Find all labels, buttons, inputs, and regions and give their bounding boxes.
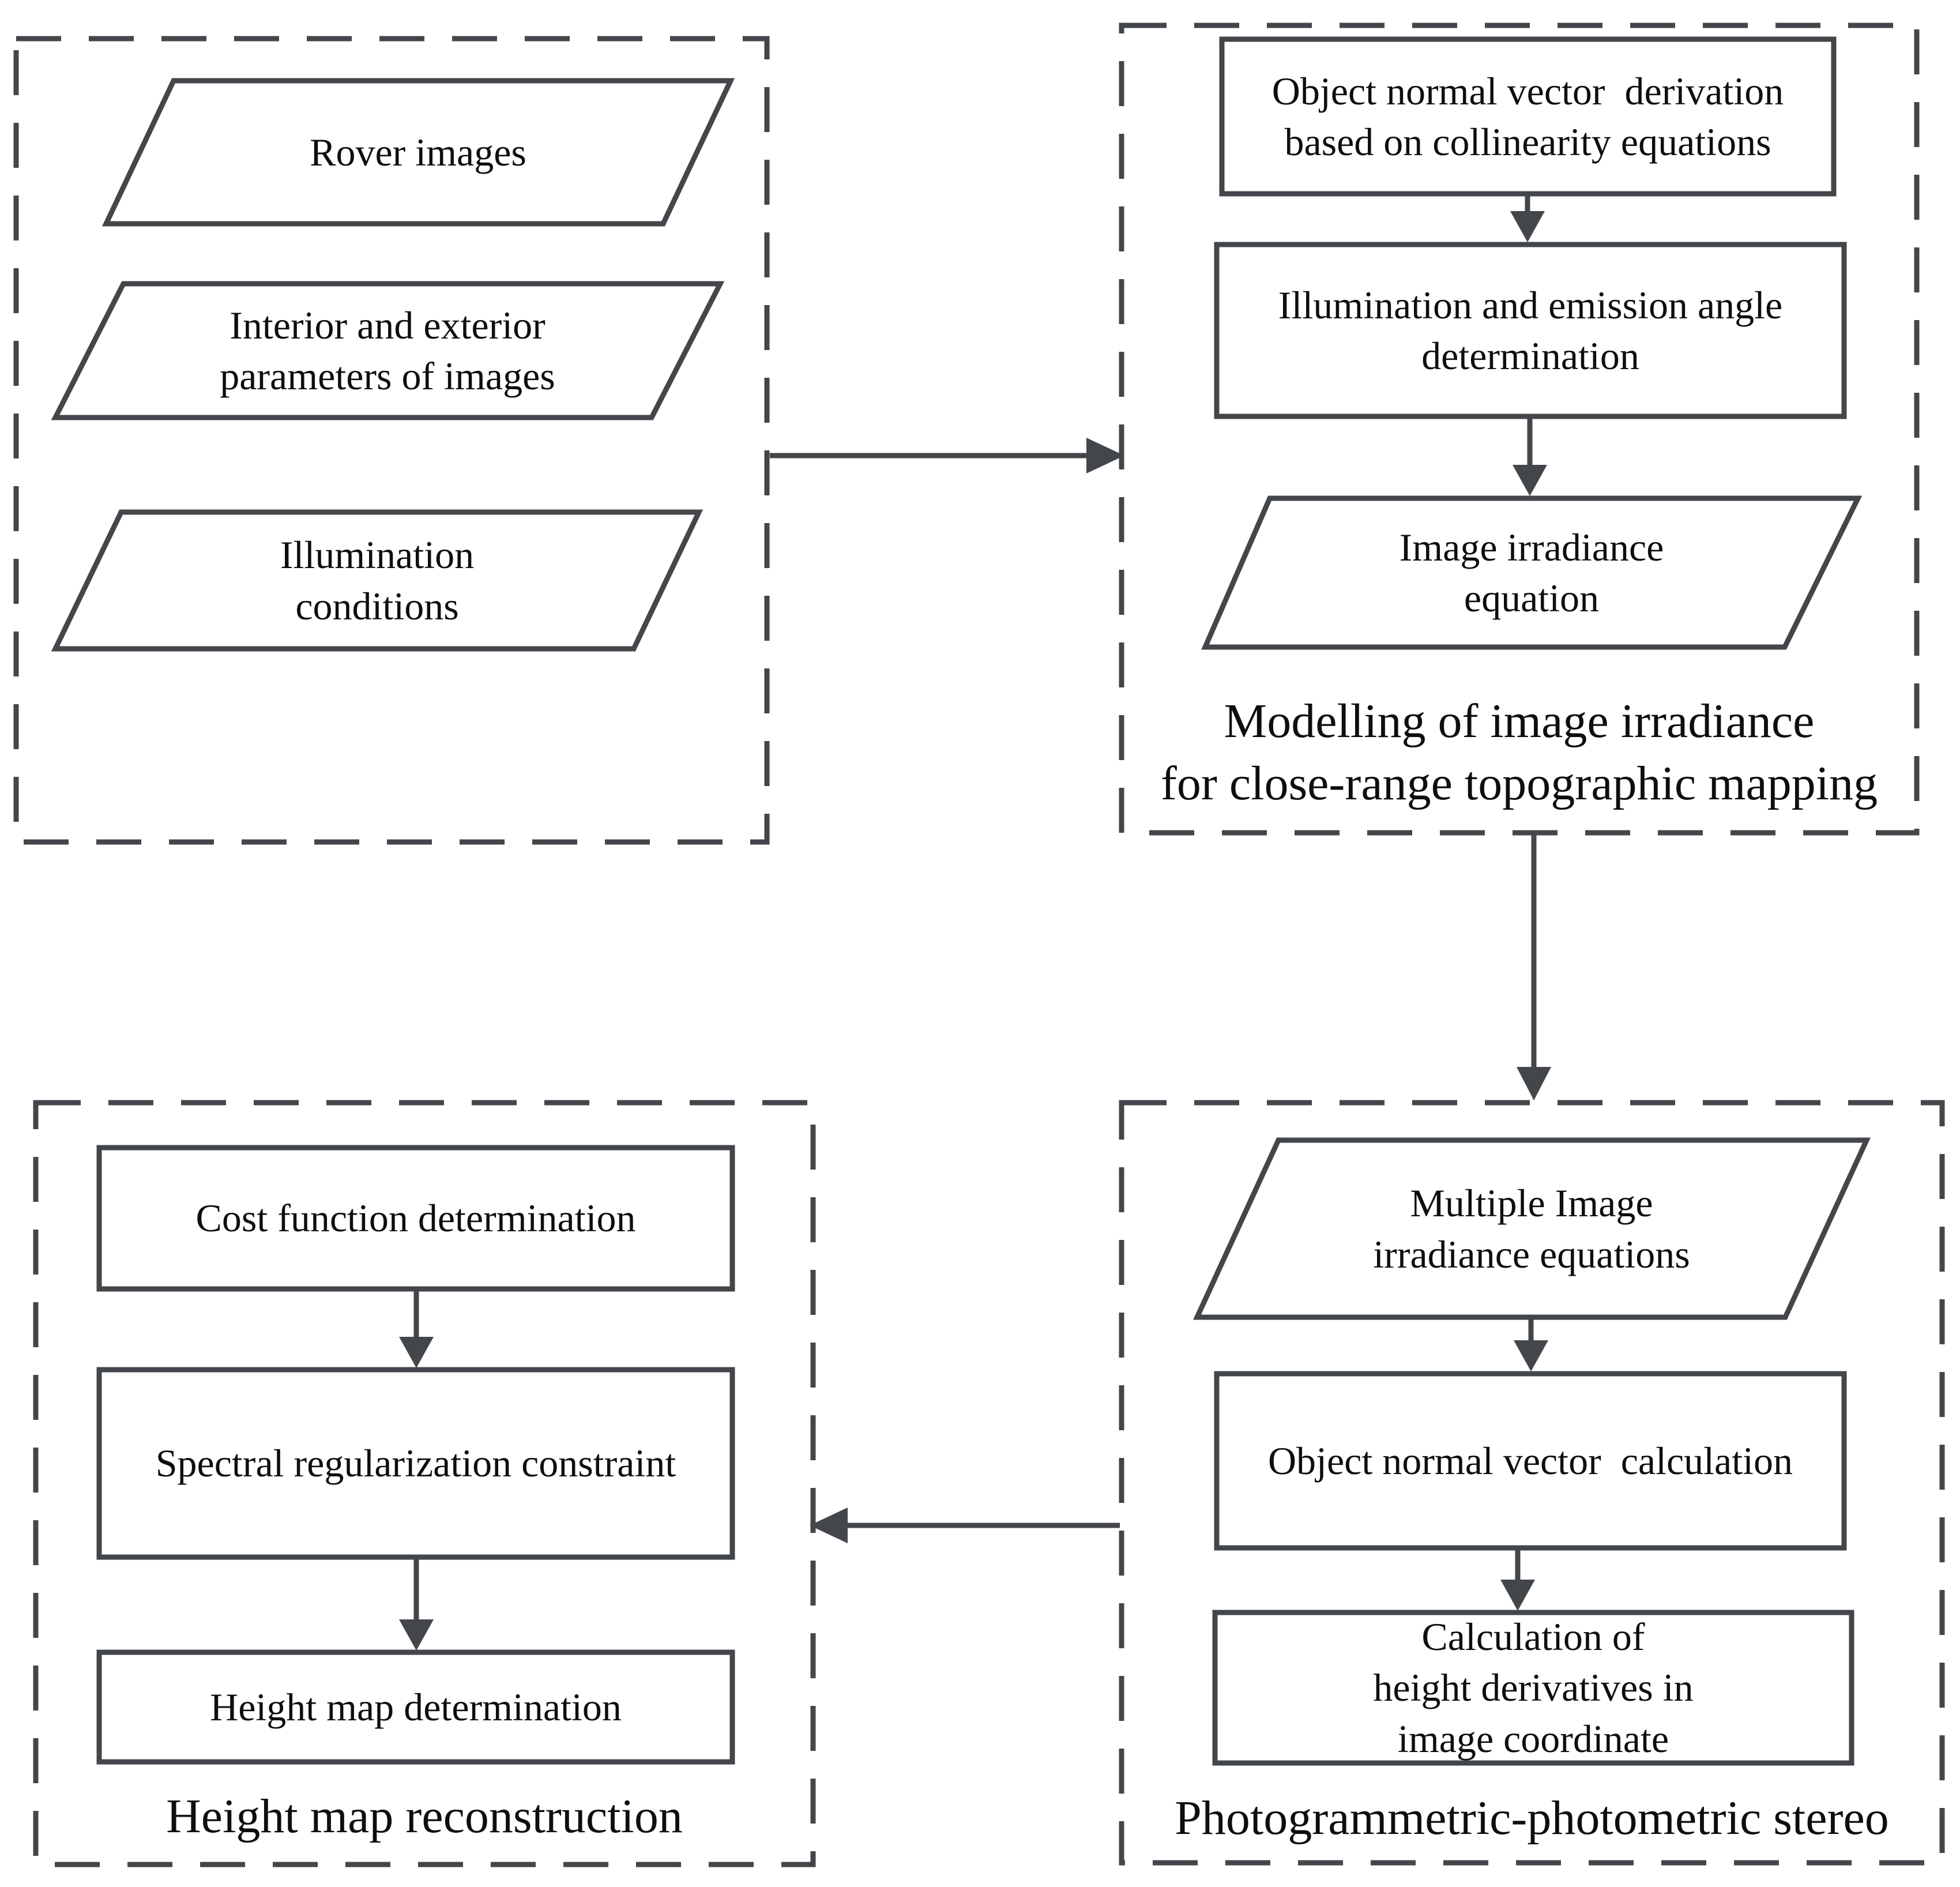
node-rover-images: Rover images — [310, 130, 526, 174]
photogrammetric-stereo-group-outline — [1119, 1100, 1945, 1866]
cost-function-rect — [96, 1145, 735, 1292]
node-angle-determination: Illumination and emission angle determin… — [1278, 283, 1783, 378]
section-label-height-map-reconstruction: Height map reconstruction — [166, 1790, 683, 1844]
modelling-group-outline — [1119, 22, 1920, 836]
arrow-stereo-to-reconstruction — [810, 1508, 1120, 1543]
arrow-angle-to-equation — [1513, 416, 1547, 496]
angle-determination-rect — [1214, 242, 1847, 419]
node-image-irradiance-equation: Image irradiance equation — [1399, 525, 1664, 620]
node-normal-vector-derivation: Object normal vector derivation based on… — [1271, 69, 1784, 164]
node-illumination-conditions: Illumination conditions — [280, 533, 475, 628]
normal-vector-calculation-rect — [1214, 1371, 1847, 1551]
node-cost-function: Cost function determination — [195, 1196, 636, 1241]
arrow-inputs-to-modelling — [770, 438, 1124, 473]
arrow-equations-to-calculation — [1514, 1317, 1548, 1371]
illumination-conditions-parallelogram — [51, 509, 704, 652]
spectral-constraint-rect — [96, 1367, 735, 1560]
node-image-parameters: Interior and exterior parameters of imag… — [220, 303, 555, 398]
section-label-modelling: Modelling of image irradiance for close-… — [1160, 694, 1878, 810]
height-map-determination-rect — [96, 1649, 735, 1765]
multiple-irradiance-equations-parallelogram — [1192, 1137, 1871, 1320]
arrow-cost-to-spectral — [399, 1289, 434, 1368]
arrow-calculation-to-derivatives — [1500, 1548, 1535, 1611]
arrow-spectral-to-heightmap — [399, 1557, 434, 1651]
image-parameters-parallelogram — [51, 281, 725, 420]
node-height-derivatives-calculation: Calculation of height derivatives in ima… — [1373, 1614, 1694, 1761]
height-map-reconstruction-group-outline — [33, 1100, 816, 1867]
node-multiple-irradiance-equations: Multiple Image irradiance equations — [1373, 1181, 1690, 1276]
height-derivatives-calculation-rect — [1212, 1610, 1854, 1766]
inputs-group-outline — [13, 36, 770, 845]
arrow-derivation-to-angle — [1510, 194, 1545, 242]
node-spectral-constraint: Spectral regularization constraint — [155, 1441, 676, 1486]
node-normal-vector-calculation: Object normal vector calculation — [1267, 1438, 1793, 1483]
rover-images-parallelogram — [101, 78, 735, 227]
arrow-modelling-to-stereo — [1517, 833, 1551, 1100]
image-irradiance-equation-parallelogram — [1201, 495, 1863, 650]
section-label-photogrammetric-stereo: Photogrammetric-photometric stereo — [1175, 1791, 1889, 1845]
node-height-map-determination: Height map determination — [210, 1685, 622, 1729]
